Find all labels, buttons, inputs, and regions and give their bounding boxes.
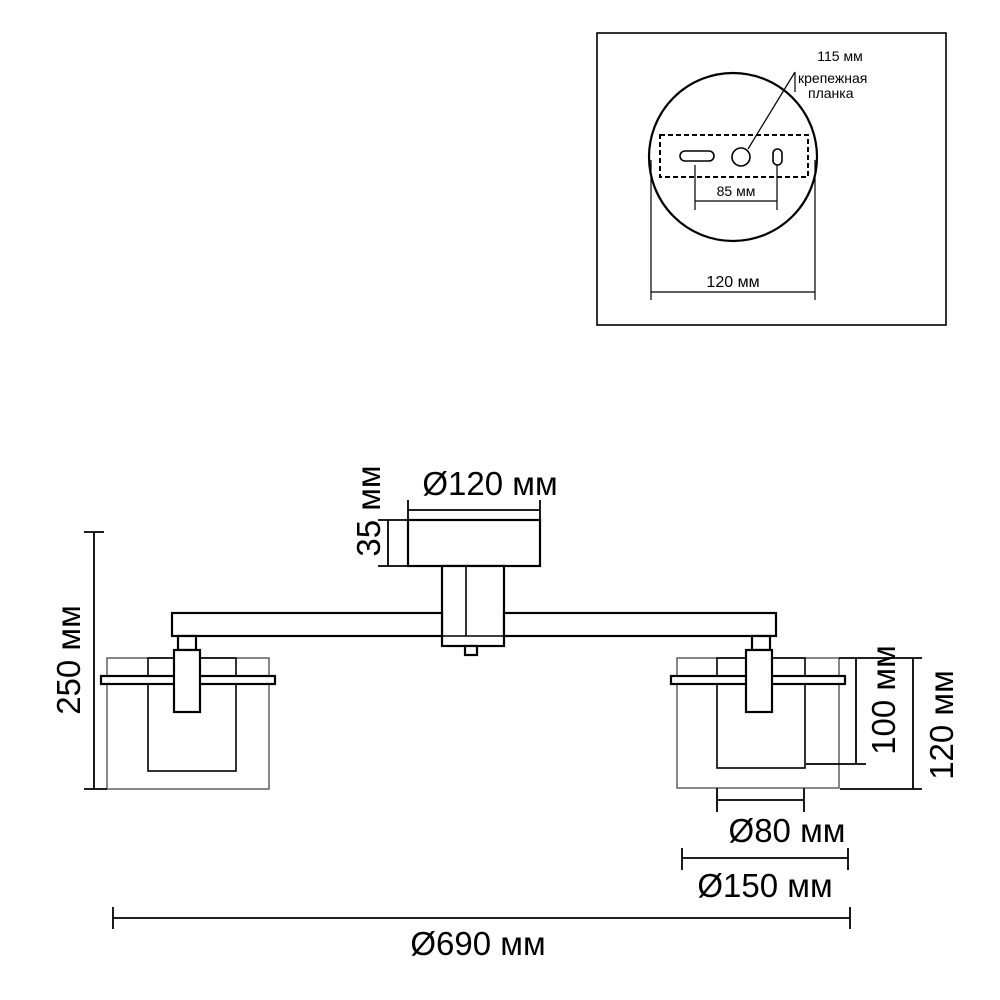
center-hole — [731, 147, 751, 167]
left-joint — [176, 634, 198, 652]
canopy-width-label: 120 мм — [706, 274, 759, 291]
shade-inner-height-label: 100 мм — [865, 645, 902, 755]
right-joint — [750, 634, 772, 652]
plate-label-2: планка — [808, 85, 854, 101]
shade-outer-height-label: 120 мм — [923, 670, 960, 780]
total-width-label: Ø690 мм — [410, 925, 545, 962]
total-height-label: 250 мм — [50, 605, 87, 715]
lamp-head-left — [99, 634, 277, 790]
slot-left — [679, 150, 715, 162]
hole-leader — [747, 71, 796, 150]
lamp-head-right — [669, 634, 847, 789]
arm-left — [170, 611, 444, 638]
slot-spacing-label: 85 мм — [717, 183, 756, 199]
stem-cap — [463, 644, 479, 657]
fixture-side-view: Ø120 мм 35 мм 250 мм 100 мм 120 мм Ø80 м… — [50, 465, 960, 962]
canopy — [406, 518, 542, 568]
canopy-height-label: 35 мм — [350, 465, 387, 556]
left-socket — [172, 648, 202, 714]
mounting-plate — [659, 134, 809, 178]
hole-label: 115 мм — [817, 48, 862, 64]
plate-label-1: крепежная — [798, 70, 867, 86]
arm-right — [502, 611, 778, 638]
right-socket — [744, 648, 774, 714]
shade-outer-diameter-label: Ø150 мм — [697, 867, 832, 904]
stem — [440, 564, 506, 648]
shade-inner-diameter-label: Ø80 мм — [729, 812, 846, 849]
canopy-diameter-label: Ø120 мм — [422, 465, 557, 502]
mounting-inset: 115 мм крепежная планка 85 мм 120 мм — [596, 32, 947, 326]
